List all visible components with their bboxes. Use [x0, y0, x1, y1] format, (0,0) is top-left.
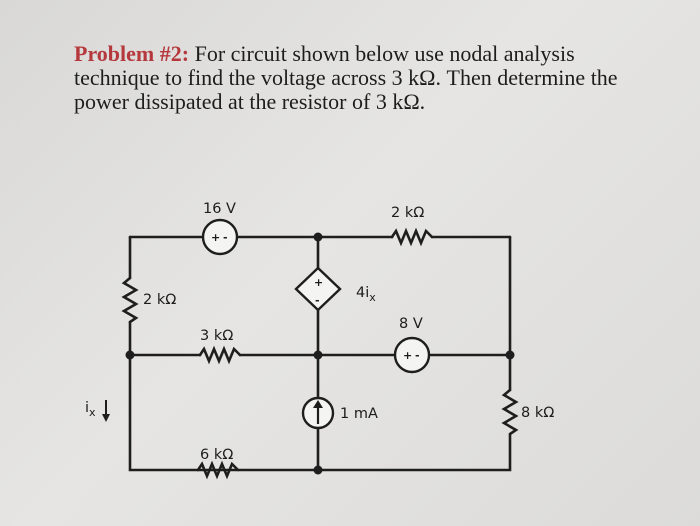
vs16-minus: - — [223, 231, 228, 244]
vs16-plus: + — [211, 231, 220, 244]
label-8k: 8 kΩ — [521, 405, 554, 421]
dep-plus: + — [314, 276, 323, 289]
voltage-source-16v — [201, 218, 239, 256]
label-ix: ix — [85, 400, 96, 419]
node-bottom-center — [313, 465, 323, 475]
ix-sub: x — [89, 406, 96, 419]
node-mid-right — [505, 350, 515, 360]
vs8-minus: - — [415, 349, 420, 362]
label-2k-left: 2 kΩ — [143, 292, 176, 308]
dep-sub: x — [369, 291, 376, 304]
node-mid-left — [125, 350, 135, 360]
label-16v: 16 V — [203, 201, 236, 217]
dependent-voltage-source — [294, 266, 342, 312]
ix-arrowhead-icon — [102, 414, 110, 422]
problem-statement: Problem #2: For circuit shown below use … — [74, 42, 634, 114]
label-8v: 8 V — [399, 316, 423, 332]
current-arrowhead-icon — [313, 400, 323, 408]
label-3k: 3 kΩ — [200, 328, 233, 344]
label-6k: 6 kΩ — [200, 447, 233, 463]
label-2k-top: 2 kΩ — [391, 205, 424, 221]
resistor-6k — [196, 460, 240, 480]
resistor-right — [316, 388, 519, 472]
wire-left-lower — [128, 320, 320, 472]
problem-label: Problem #2: — [74, 41, 190, 66]
problem-text: For circuit shown below use nodal analys… — [74, 41, 618, 114]
label-dep-source: 4ix — [356, 285, 376, 304]
voltage-source-8v — [393, 336, 431, 374]
node-mid-center — [313, 350, 323, 360]
resistor-left — [121, 276, 139, 324]
node-top-center — [313, 232, 323, 242]
resistor-top-right — [390, 227, 434, 247]
ix-main: i — [85, 400, 89, 416]
dep-main: 4i — [356, 285, 369, 301]
label-1ma: 1 mA — [340, 406, 378, 422]
dep-minus: - — [315, 294, 320, 307]
resistor-3k — [198, 345, 242, 365]
vs8-plus: + — [403, 349, 412, 362]
